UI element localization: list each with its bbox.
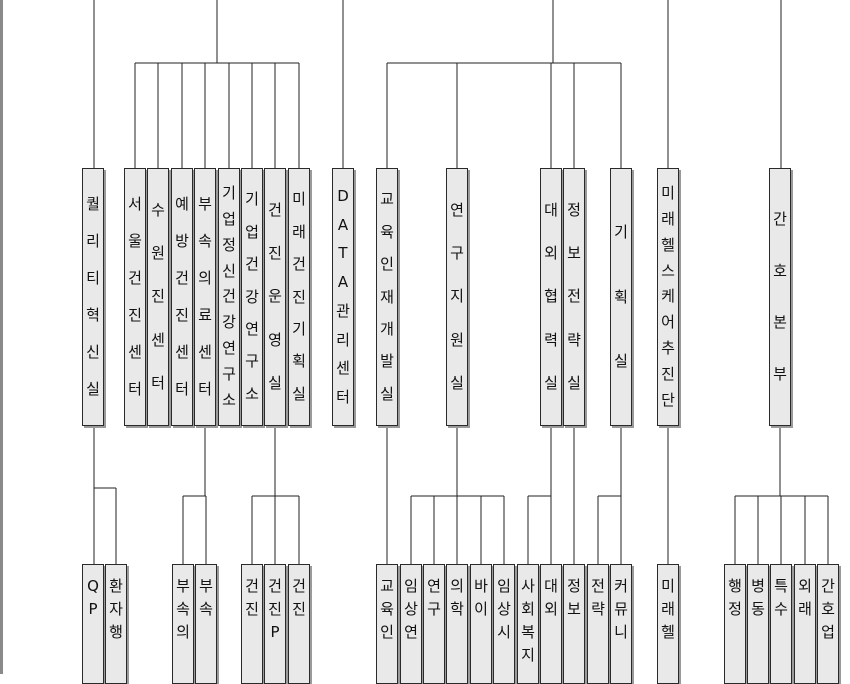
page-left-border bbox=[0, 0, 3, 674]
